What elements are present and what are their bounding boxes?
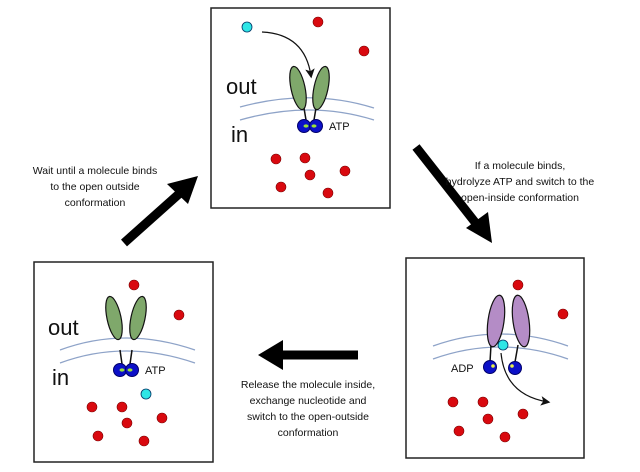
- caption-step3: Release the molecule inside, exchange nu…: [241, 379, 375, 439]
- caption-step1: Wait until a molecule binds to the open …: [33, 165, 158, 209]
- caption-line: switch to the open-outside: [247, 411, 369, 423]
- arrow-to-left: [258, 340, 358, 370]
- membrane-outer: [59, 337, 196, 351]
- substrate-molecule: [497, 339, 509, 351]
- nucleotide-label: ATP: [145, 365, 166, 377]
- caption-line: conformation: [65, 197, 126, 209]
- arrow-to-top: [121, 176, 198, 247]
- caption-line: to the open outside: [50, 181, 139, 193]
- panel-open-outside: out in ATP: [210, 7, 391, 209]
- red-molecules: [447, 279, 569, 443]
- red-molecules: [270, 16, 370, 199]
- caption-step2: If a molecule binds, hydrolyze ATP and s…: [446, 160, 595, 204]
- caption-line: exchange nucleotide and: [250, 395, 367, 407]
- caption-line: Release the molecule inside,: [241, 379, 375, 391]
- membrane-inner: [59, 350, 196, 364]
- in-label: in: [231, 122, 248, 147]
- substrate-molecule: [241, 21, 253, 33]
- caption-line: conformation: [278, 427, 339, 439]
- substrate-molecule: [140, 388, 152, 400]
- arrow-to-right: [412, 144, 492, 243]
- panel-reset: out in ATP: [33, 261, 214, 463]
- out-label: out: [226, 74, 257, 99]
- caption-line: If a molecule binds,: [475, 160, 565, 172]
- out-label: out: [48, 315, 79, 340]
- membrane-outer: [239, 97, 375, 109]
- caption-line: Wait until a molecule binds: [33, 165, 158, 177]
- caption-line: open-inside conformation: [461, 192, 579, 204]
- red-molecules: [86, 279, 185, 447]
- release-arrow: [500, 352, 551, 406]
- transporter: [483, 294, 531, 375]
- nucleotide-label: ATP: [329, 121, 350, 133]
- in-label: in: [52, 365, 69, 390]
- caption-line: hydrolyze ATP and switch to the: [446, 176, 595, 188]
- binding-arrow: [261, 31, 315, 79]
- transporter: [105, 295, 147, 377]
- membrane-inner: [239, 109, 375, 121]
- nucleotide-label: ADP: [451, 363, 474, 375]
- panel-open-inside: ADP: [405, 257, 585, 459]
- transporter: [289, 65, 330, 133]
- panel-frame: [405, 257, 585, 459]
